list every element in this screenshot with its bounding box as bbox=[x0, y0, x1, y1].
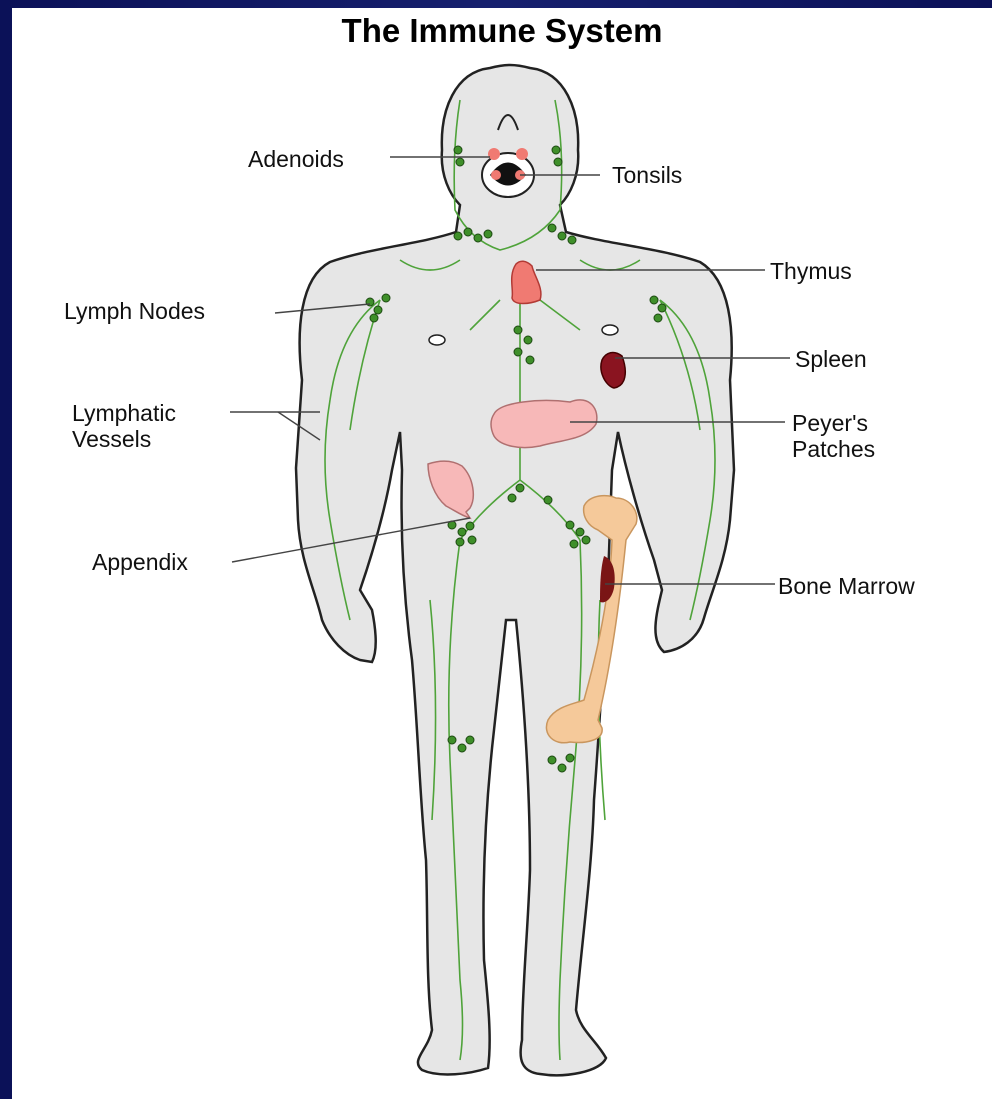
label-adenoids: Adenoids bbox=[248, 146, 344, 172]
label-tonsils: Tonsils bbox=[612, 162, 682, 188]
chest-marking bbox=[602, 325, 618, 335]
adenoid bbox=[516, 148, 528, 160]
label-appendix: Appendix bbox=[92, 549, 188, 575]
tonsil bbox=[491, 170, 501, 180]
label-peyers-patches-line1: Peyer's bbox=[792, 410, 868, 436]
label-thymus: Thymus bbox=[770, 258, 852, 284]
label-lymphatic-vessels-line1: Lymphatic bbox=[72, 400, 176, 426]
label-bone-marrow: Bone Marrow bbox=[778, 573, 915, 599]
human-body-outline bbox=[296, 65, 734, 1075]
adenoid bbox=[488, 148, 500, 160]
label-peyers-patches-line2: Patches bbox=[792, 436, 875, 462]
label-spleen: Spleen bbox=[795, 346, 867, 372]
chest-marking bbox=[429, 335, 445, 345]
label-lymph-nodes: Lymph Nodes bbox=[64, 298, 205, 324]
label-lymphatic-vessels-line2: Vessels bbox=[72, 426, 151, 452]
